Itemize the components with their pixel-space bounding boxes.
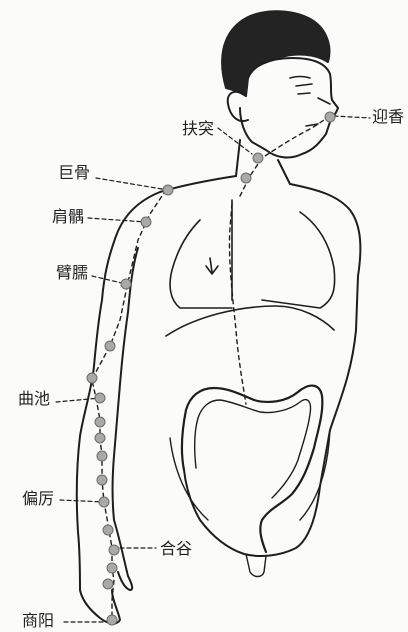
head-outline (240, 58, 338, 157)
point-neck (241, 173, 251, 183)
point-yingxiang (325, 112, 335, 122)
point-hand-1 (107, 563, 117, 573)
point-forearm-4 (97, 475, 107, 485)
point-binao (121, 279, 131, 289)
label-jianyu: 肩髃 (52, 208, 84, 226)
label-yingxiang: 迎香 (372, 108, 404, 126)
label-pianli: 偏厉 (22, 490, 54, 508)
point-futu (253, 153, 263, 163)
point-forearm-1 (95, 417, 105, 427)
point-hand-2 (103, 579, 113, 589)
point-arm-1 (105, 341, 115, 351)
label-jugu: 巨骨 (58, 164, 90, 182)
hand-outline (80, 520, 132, 624)
point-wrist (103, 525, 113, 535)
point-jianyu (141, 217, 151, 227)
large-intestine (182, 386, 323, 552)
label-quchi: 曲池 (18, 390, 50, 408)
label-hegu: 合谷 (160, 540, 192, 558)
flow-arrow (206, 258, 218, 274)
face-details (290, 77, 330, 127)
ear (228, 92, 248, 121)
point-forearm-2 (95, 433, 105, 443)
label-futu: 扶突 (182, 120, 214, 138)
large-intestine-inner (195, 400, 311, 498)
ribcage (170, 200, 335, 308)
label-shangyang: 商阳 (22, 612, 54, 630)
label-binao: 臂臑 (56, 264, 88, 282)
meridian-line (92, 116, 330, 622)
point-quchi (95, 393, 105, 403)
diaphragm (166, 306, 334, 336)
point-forearm-3 (97, 451, 107, 461)
point-pianli (99, 497, 109, 507)
point-jugu (163, 185, 173, 195)
arm-outline (77, 248, 138, 590)
point-arm-2 (87, 373, 97, 383)
point-hegu (109, 545, 119, 555)
point-shangyang (107, 615, 117, 625)
hair (222, 11, 329, 96)
